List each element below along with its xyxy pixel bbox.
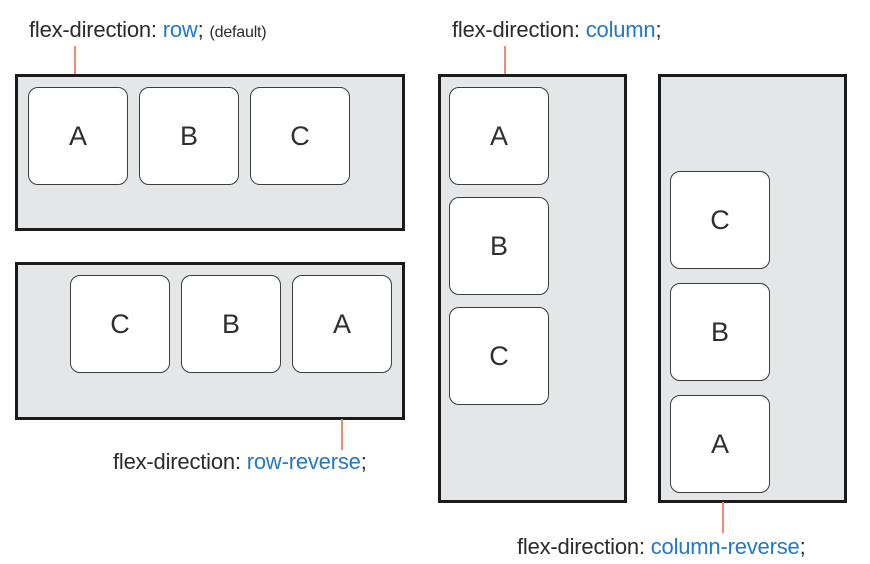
flex-item-a: A bbox=[292, 275, 392, 373]
flex-item-a: A bbox=[449, 87, 549, 185]
label-flex-direction-row: flex-direction: row; (default) bbox=[29, 17, 267, 46]
label-property: flex-direction: bbox=[29, 17, 163, 42]
connector-line-row-reverse bbox=[341, 419, 343, 450]
label-semicolon: ; bbox=[360, 449, 367, 474]
label-flex-direction-column: flex-direction: column; bbox=[452, 17, 662, 43]
flex-item-c: C bbox=[250, 87, 350, 185]
flex-item-letter: C bbox=[110, 308, 130, 339]
label-property: flex-direction: bbox=[113, 449, 247, 474]
flex-item-letter: B bbox=[710, 316, 729, 347]
flex-item-letter: B bbox=[221, 308, 240, 339]
label-semicolon: ; bbox=[655, 17, 662, 42]
label-default-note: (default) bbox=[209, 24, 267, 41]
flex-item-c: C bbox=[449, 307, 549, 405]
flex-container-column: A B C bbox=[438, 74, 627, 503]
flex-item-c: C bbox=[670, 171, 770, 269]
flex-item-letter: A bbox=[68, 120, 87, 151]
flex-item-a: A bbox=[28, 87, 128, 185]
label-property: flex-direction: bbox=[452, 17, 586, 42]
flex-container-row-reverse: A B C bbox=[15, 262, 405, 420]
flex-item-c: C bbox=[70, 275, 170, 373]
flex-container-column-reverse: A B C bbox=[658, 74, 847, 503]
label-flex-direction-column-reverse: flex-direction: column-reverse; bbox=[517, 534, 806, 560]
flex-container-row: A B C bbox=[15, 74, 405, 231]
flex-item-b: B bbox=[449, 197, 549, 295]
flex-item-letter: C bbox=[290, 120, 310, 151]
label-value-column-reverse: column-reverse bbox=[650, 534, 800, 559]
flex-item-letter: B bbox=[179, 120, 198, 151]
label-value-row-reverse: row-reverse bbox=[246, 449, 361, 474]
flex-item-b: B bbox=[181, 275, 281, 373]
label-value-row: row bbox=[162, 17, 198, 42]
flex-item-a: A bbox=[670, 395, 770, 493]
flex-item-letter: A bbox=[710, 428, 729, 459]
flex-item-letter: B bbox=[489, 230, 508, 261]
label-value-column: column bbox=[585, 17, 656, 42]
connector-line-column bbox=[504, 46, 506, 75]
label-flex-direction-row-reverse: flex-direction: row-reverse; bbox=[113, 449, 367, 475]
connector-line-row bbox=[74, 46, 76, 75]
label-semicolon: ; bbox=[197, 17, 204, 42]
flex-item-b: B bbox=[139, 87, 239, 185]
flex-item-letter: A bbox=[332, 308, 351, 339]
flex-item-letter: C bbox=[489, 340, 509, 371]
connector-line-column-reverse bbox=[722, 502, 724, 533]
flex-item-b: B bbox=[670, 283, 770, 381]
flex-item-letter: A bbox=[489, 120, 508, 151]
label-property: flex-direction: bbox=[517, 534, 651, 559]
label-semicolon: ; bbox=[799, 534, 806, 559]
flex-item-letter: C bbox=[710, 204, 730, 235]
